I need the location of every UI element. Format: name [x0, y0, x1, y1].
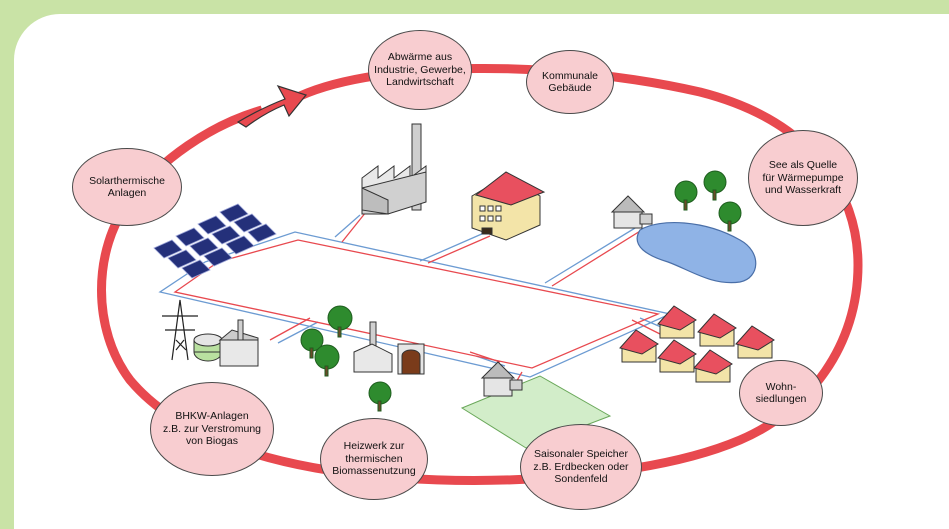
- bubble-see: See als Quelle für Wärmepumpe und Wasser…: [748, 130, 858, 226]
- biomass-heating-plant-icon: [353, 321, 425, 375]
- bubble-solarthermische-anlagen: Solarthermische Anlagen: [72, 148, 182, 226]
- tree-icon: [674, 180, 698, 211]
- tree-icons: [300, 170, 742, 412]
- house-icon: [735, 325, 775, 359]
- hydro-house-icon: [610, 195, 653, 229]
- tree-icon: [300, 328, 324, 359]
- house-icon: [657, 305, 697, 339]
- bubble-abwaerme: Abwärme aus Industrie, Gewerbe, Landwirt…: [368, 30, 472, 110]
- energy-cycle-ring: [97, 63, 863, 485]
- residential-houses: [619, 305, 775, 383]
- lake-icon: [636, 222, 757, 284]
- house-icon: [619, 329, 659, 363]
- cycle-arrow-icon: [236, 84, 308, 128]
- house-icon: [693, 349, 733, 383]
- bubble-bhkw: BHKW-Anlagen z.B. zur Verstromung von Bi…: [150, 382, 274, 476]
- bubble-wohnsiedlungen: Wohn- siedlungen: [739, 360, 823, 426]
- tree-icon: [327, 305, 353, 338]
- factory-icon: [361, 123, 427, 215]
- solar-panels-icon: [153, 203, 277, 279]
- bubble-saisonaler-speicher: Saisonaler Speicher z.B. Erdbecken oder …: [520, 424, 642, 510]
- bubble-kommunale-gebaeude: Kommunale Gebäude: [526, 50, 614, 114]
- tree-icon: [314, 344, 340, 377]
- bubble-heizwerk: Heizwerk zur thermischen Biomassenutzung: [320, 418, 428, 500]
- heating-network: [158, 211, 673, 385]
- house-icon: [657, 339, 697, 373]
- tree-icon: [368, 381, 392, 412]
- tree-icon: [718, 201, 742, 232]
- house-icon: [697, 313, 737, 347]
- power-pylon-icon: [162, 299, 198, 361]
- biogas-plant-icon: [193, 319, 259, 367]
- storage-house-icon: [480, 361, 523, 397]
- municipal-building-icon: [471, 171, 546, 241]
- tree-icon: [703, 170, 727, 201]
- hot-supply-lines: [173, 211, 661, 385]
